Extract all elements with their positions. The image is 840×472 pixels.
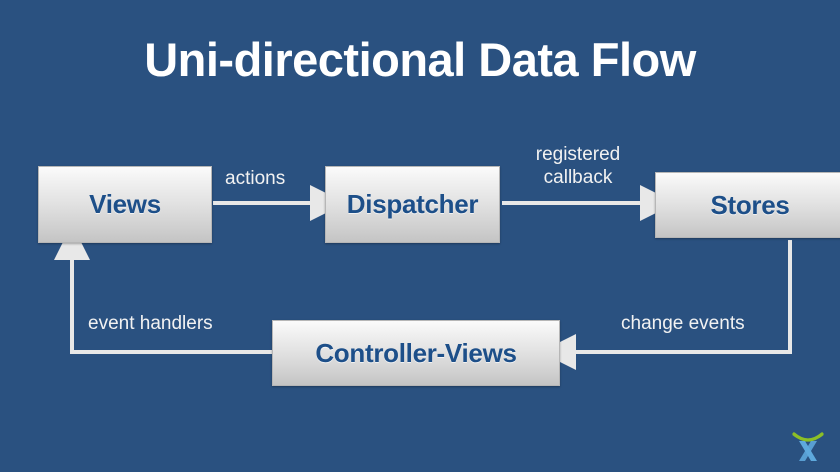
edge-label-registered-callback: registered callback <box>520 143 636 189</box>
edge-stores-to-controller <box>540 240 792 370</box>
node-stores[interactable]: Stores <box>655 172 840 238</box>
edge-label-registered-callback-line2: callback <box>543 167 613 188</box>
edge-label-change-events: change events <box>621 313 745 334</box>
edge-controller-to-views <box>54 224 272 354</box>
node-views[interactable]: Views <box>38 166 212 243</box>
edge-label-registered-callback-line1: registered <box>535 144 621 165</box>
node-views-label: Views <box>89 189 161 219</box>
node-dispatcher[interactable]: Dispatcher <box>325 166 500 243</box>
node-dispatcher-label: Dispatcher <box>346 189 479 219</box>
page-title: Uni-directional Data Flow <box>144 33 696 86</box>
edge-label-actions: actions <box>225 168 286 189</box>
node-controller-views[interactable]: Controller-Views <box>272 320 560 386</box>
node-controller-views-label: Controller-Views <box>315 337 517 368</box>
exoplatform-x-logo <box>792 432 824 461</box>
edge-label-event-handlers: event handlers <box>88 313 213 334</box>
node-stores-label: Stores <box>710 189 790 220</box>
